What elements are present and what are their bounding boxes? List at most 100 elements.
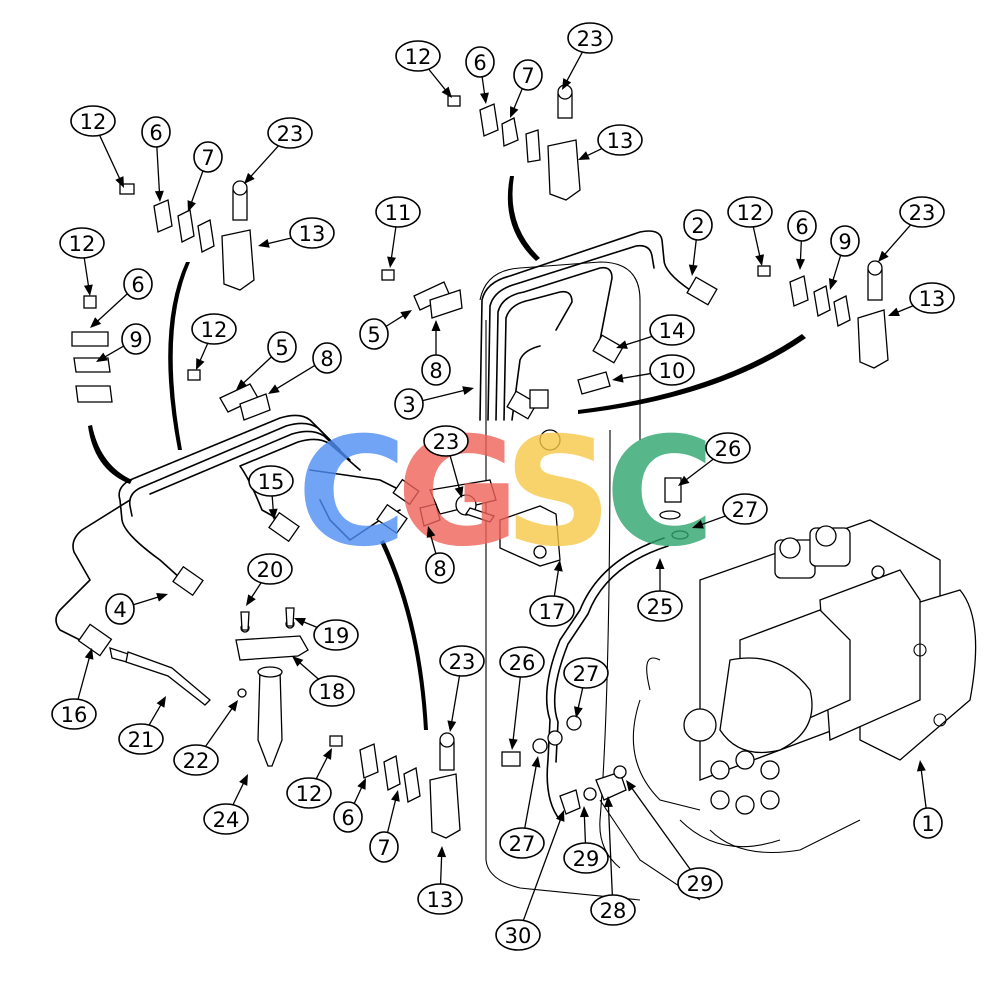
callout-3: 3 [394, 386, 474, 420]
callout-14: 14 [616, 314, 695, 349]
leader-line [699, 515, 726, 526]
leader-arrowhead [510, 106, 519, 118]
callout-label: 5 [367, 323, 380, 347]
callout-6: 6 [141, 116, 171, 202]
leader-arrowhead [292, 656, 304, 667]
callout-ring [563, 657, 609, 689]
callout-ring [395, 40, 441, 72]
callout-25: 25 [637, 558, 683, 622]
callout-ring [267, 331, 297, 363]
bracket-clusters [71, 84, 889, 839]
callout-ring [563, 842, 609, 874]
callout-13: 13 [258, 217, 335, 249]
leader-line [95, 293, 128, 324]
callout-23: 23 [244, 117, 313, 184]
leader-arrowhead [357, 778, 366, 790]
leader-arrowhead [612, 373, 624, 383]
callout-7: 7 [510, 59, 543, 118]
callout-ring [312, 342, 342, 374]
leader-arrowhead [294, 617, 306, 627]
leader-arrowhead [916, 760, 926, 772]
callout-ring [495, 919, 541, 951]
leader-arrowhead [678, 475, 690, 486]
leader-arrowhead [400, 310, 412, 320]
callout-label: 10 [659, 359, 686, 383]
leader-line [619, 372, 651, 380]
leader-line [692, 239, 697, 269]
leader-line [386, 797, 397, 833]
leader-arrowhead [391, 790, 400, 802]
callout-8: 8 [425, 526, 455, 584]
callout-label: 26 [715, 437, 742, 461]
callout-label: 27 [732, 498, 759, 522]
callout-label: 23 [449, 650, 476, 674]
callout-ring [423, 425, 469, 457]
callout-label: 6 [473, 51, 486, 75]
leader-arrowhead [655, 558, 665, 569]
leader-line [315, 754, 329, 780]
callout-12: 12 [286, 748, 332, 809]
callout-label: 13 [919, 287, 946, 311]
leader-arrowhead [573, 706, 583, 718]
leader-arrowhead [115, 176, 124, 188]
callout-13: 13 [578, 124, 643, 160]
callout-26: 26 [678, 432, 751, 486]
leader-line [512, 676, 521, 743]
callout-16: 16 [51, 648, 97, 730]
callout-label: 24 [213, 808, 240, 832]
leader-arrowhead [258, 239, 270, 248]
callout-label: 2 [691, 214, 704, 238]
leader-arrowhead [426, 526, 436, 538]
leader-arrowhead [228, 700, 238, 712]
callout-5: 5 [236, 331, 297, 390]
curved-stroke [88, 425, 132, 484]
leader-line [232, 780, 246, 806]
callout-label: 4 [113, 598, 126, 622]
leader-arrowhead [268, 384, 280, 394]
callout-ring [513, 59, 543, 91]
leader-arrowhead [447, 720, 457, 732]
leader-arrowhead [387, 256, 397, 268]
curved-stroke [507, 176, 540, 261]
callout-12: 12 [727, 196, 773, 266]
leader-line [522, 817, 562, 921]
leader-line [920, 767, 927, 809]
callout-13: 13 [888, 282, 955, 316]
callout-ring [70, 105, 116, 137]
callout-label: 15 [258, 470, 285, 494]
callout-11: 11 [375, 196, 421, 268]
callout-label: 23 [433, 430, 460, 454]
callout-ring [787, 210, 817, 242]
callout-5: 5 [359, 310, 412, 350]
callout-ring [309, 675, 355, 707]
callout-17: 17 [529, 560, 575, 627]
callout-20: 20 [246, 553, 293, 606]
leader-arrowhead [828, 278, 838, 290]
callout-ring [247, 553, 293, 585]
fuel-lines-upper [479, 230, 718, 451]
callout-label: 12 [737, 201, 764, 225]
leader-line [630, 786, 691, 870]
callout-ring [289, 217, 335, 249]
callout-8: 8 [268, 342, 342, 394]
callout-27: 27 [692, 493, 768, 529]
callout-6: 6 [90, 268, 153, 328]
callout-ring [123, 268, 153, 300]
leader-arrowhead [555, 810, 565, 822]
callout-26: 26 [499, 646, 545, 750]
callout-ring [193, 141, 223, 173]
leader-line [190, 170, 204, 205]
callout-18: 18 [292, 656, 355, 707]
pump-housing-outline [479, 261, 641, 901]
callout-ring [375, 196, 421, 228]
callout-label: 3 [402, 393, 415, 417]
leader-arrowhead [755, 254, 765, 266]
return-line [501, 477, 701, 901]
leader-line [241, 356, 272, 386]
leader-arrowhead [236, 379, 248, 390]
leader-arrowhead [187, 200, 196, 212]
leader-line [512, 88, 523, 111]
leader-line [133, 595, 161, 606]
callout-label: 12 [69, 232, 96, 256]
callout-label: 25 [647, 595, 674, 619]
